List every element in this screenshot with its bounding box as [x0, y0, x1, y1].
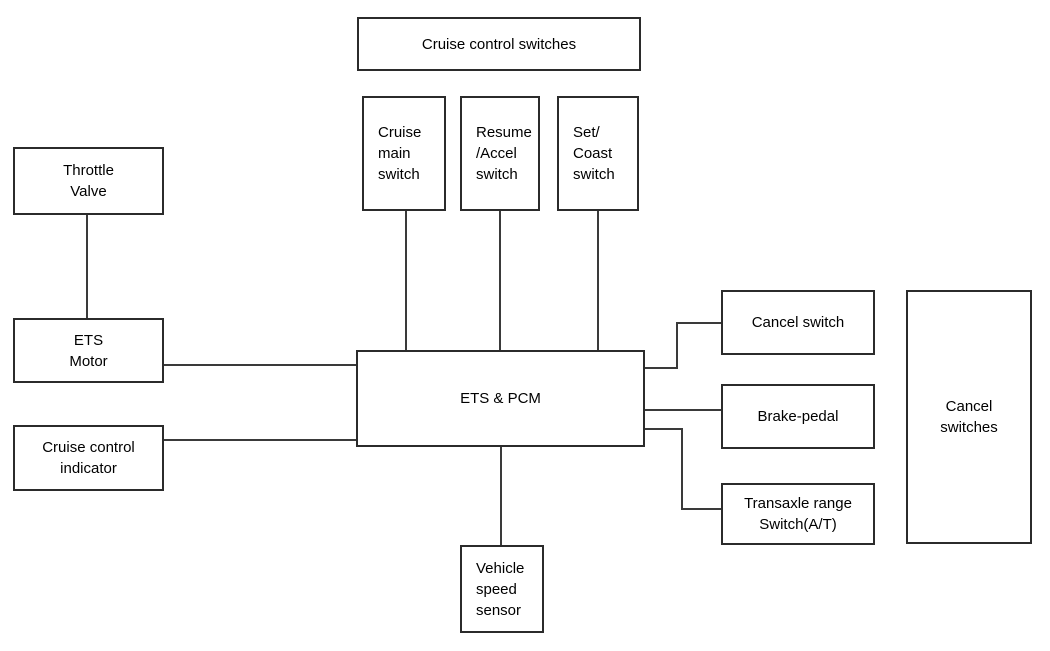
node-label-ets-motor: ETS Motor: [69, 331, 108, 370]
edge-ets-pcm-to-vehicle-speed-sensor: [500, 446, 502, 549]
node-label-transaxle-range-switch: Transaxle range Switch(A/T): [744, 495, 852, 533]
node-label-brake-pedal: Brake-pedal: [757, 408, 839, 425]
node-vehicle-speed-sensor[interactable]: Vehicle speed sensor: [460, 545, 544, 633]
node-resume-accel-switch[interactable]: Resume /Accel switch: [460, 96, 540, 211]
node-cancel-switch[interactable]: Cancel switch: [721, 290, 875, 355]
edge-ets-pcm-to-transaxle-range-switch-seg1: [644, 428, 683, 430]
edge-ets-pcm-to-cancel-switch-seg2: [676, 322, 678, 369]
node-label-cancel-switch: Cancel switch: [751, 314, 845, 331]
node-cruise-control-switches[interactable]: Cruise control switches: [357, 17, 641, 71]
node-label-resume-accel-switch: Resume /Accel switch: [476, 124, 532, 183]
node-transaxle-range-switch[interactable]: Transaxle range Switch(A/T): [721, 483, 875, 545]
edge-ets-pcm-to-cancel-switch-seg3: [676, 322, 723, 324]
node-label-cruise-control-indicator: Cruise control indicator: [42, 439, 135, 477]
edge-ets-motor-to-ets-pcm: [163, 364, 357, 366]
node-label-set-coast-switch: Set/ Coast switch: [573, 124, 615, 183]
edge-ets-pcm-to-transaxle-range-switch-seg2: [681, 428, 683, 510]
edge-resume-accel-switch-to-ets-pcm: [499, 210, 501, 351]
edge-throttle-valve-to-ets-motor: [86, 213, 88, 319]
edge-set-coast-switch-to-ets-pcm: [597, 210, 599, 351]
node-ets-motor[interactable]: ETS Motor: [13, 318, 164, 383]
node-label-cruise-main-switch: Cruise main switch: [378, 124, 422, 183]
node-label-cruise-control-switches: Cruise control switches: [421, 35, 577, 53]
edge-cruise-control-indicator-to-ets-pcm: [163, 439, 357, 441]
node-cruise-control-indicator[interactable]: Cruise control indicator: [13, 425, 164, 491]
node-brake-pedal[interactable]: Brake-pedal: [721, 384, 875, 449]
node-label-cancel-switches: Cancel switches: [940, 398, 998, 436]
node-throttle-valve[interactable]: Throttle Valve: [13, 147, 164, 215]
node-set-coast-switch[interactable]: Set/ Coast switch: [557, 96, 639, 211]
edge-cruise-main-switch-to-ets-pcm: [405, 210, 407, 351]
edge-ets-pcm-to-brake-pedal: [644, 409, 723, 411]
node-label-ets-and-pcm: ETS & PCM: [460, 390, 541, 407]
node-cancel-switches[interactable]: Cancel switches: [906, 290, 1032, 544]
node-label-vehicle-speed-sensor: Vehicle speed sensor: [476, 559, 525, 619]
edge-ets-pcm-to-cancel-switch-seg1: [644, 367, 678, 369]
node-ets-and-pcm[interactable]: ETS & PCM: [356, 350, 645, 447]
node-cruise-main-switch[interactable]: Cruise main switch: [362, 96, 446, 211]
edge-ets-pcm-to-transaxle-range-switch-seg3: [681, 508, 723, 510]
node-label-throttle-valve: Throttle Valve: [63, 162, 114, 200]
